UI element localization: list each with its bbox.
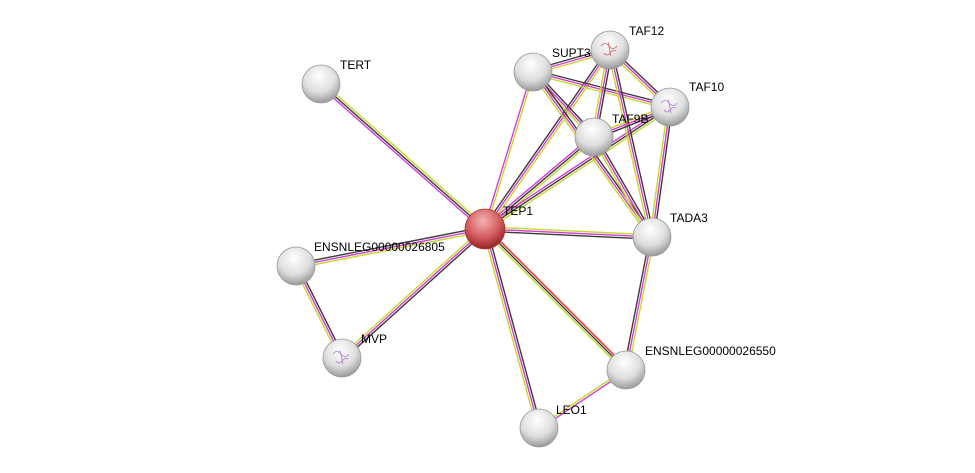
node-e26550[interactable]: ENSNLEG00000026550 (606, 344, 776, 390)
edge-channel-magenta (484, 49, 611, 230)
node-mvp[interactable]: MVP (322, 332, 387, 378)
edge-channel-dark (653, 107, 673, 238)
edge-channel-magenta (625, 236, 653, 371)
node-label: TAF9B (612, 112, 648, 126)
edge-channel-yellow (485, 108, 672, 232)
node-label: TADA3 (670, 211, 708, 225)
edge-channel-yellow (340, 226, 484, 357)
edge-channel-yellow (321, 81, 487, 228)
edge-TEP1-E26805[interactable] (295, 226, 486, 269)
node-label: ENSNLEG00000026805 (314, 240, 445, 254)
edge-channel-dark (484, 106, 671, 230)
edge-channel-yellow (486, 50, 613, 231)
edge-channel-magenta (483, 71, 533, 229)
edge-channel-yellow (649, 106, 669, 237)
edge-channel-yellow (485, 72, 535, 230)
edge-channel-yellow (482, 230, 625, 373)
edge-channel-yellow (485, 226, 653, 236)
edge-channel-magenta (483, 104, 670, 228)
edge-TEP1-MVP[interactable] (340, 226, 487, 361)
edge-channel-dark (343, 230, 487, 361)
protein-structure-icon (600, 41, 618, 57)
node-leo1[interactable]: LEO1 (519, 403, 587, 448)
edge-TEP1-TAF12[interactable] (482, 48, 613, 231)
edge-E26550-TADA3[interactable] (623, 236, 655, 371)
node-ball[interactable] (276, 246, 316, 286)
node-ball[interactable] (513, 52, 553, 92)
node-supt3h[interactable]: SUPT3H (513, 46, 599, 92)
edge-channel-magenta (295, 228, 486, 267)
protein-structure-icon (660, 98, 678, 114)
node-label: MVP (361, 332, 387, 346)
edge-channel-magenta (532, 71, 671, 108)
node-ball[interactable] (606, 350, 646, 390)
node-tert[interactable]: TERT (301, 58, 372, 104)
node-ball[interactable] (464, 208, 506, 250)
edge-TEP1-TERT[interactable] (319, 81, 487, 232)
node-tada3[interactable]: TADA3 (632, 211, 708, 257)
node-taf9b[interactable]: TAF9B (574, 112, 648, 157)
edge-channel-magenta (651, 106, 671, 238)
node-ball[interactable] (632, 217, 672, 257)
edge-channel-magenta (484, 228, 653, 238)
protein-structure-icon (332, 349, 350, 365)
edge-channel-magenta (609, 49, 653, 238)
edge-channel-yellow (532, 73, 670, 110)
edge-channel-yellow (627, 237, 655, 371)
edge-channel-yellow (482, 229, 538, 429)
edge-channel-dark (484, 228, 627, 371)
node-label: TERT (340, 58, 372, 72)
edge-channel-dark (611, 49, 655, 237)
edge-TAF10-TADA3[interactable] (649, 106, 673, 238)
edge-channel-dark (484, 230, 652, 240)
edge-TEP1-TADA3[interactable] (484, 226, 653, 240)
edge-channel-dark (482, 48, 609, 229)
edge-TEP1-E26550[interactable] (482, 226, 629, 373)
edge-channel-magenta (319, 85, 485, 232)
edge-channel-dark (533, 69, 671, 106)
node-tep1[interactable]: TEP1 (464, 204, 533, 250)
edge-TEP1-LEO1[interactable] (482, 228, 542, 429)
node-label: TEP1 (503, 204, 533, 218)
node-label: TAF12 (629, 24, 664, 38)
node-label: TAF10 (689, 80, 724, 94)
node-ball[interactable] (574, 117, 614, 157)
edge-TAF12-TADA3[interactable] (607, 49, 655, 238)
edge-channel-magenta (341, 228, 486, 359)
edge-channel-yellow (296, 230, 486, 269)
edge-channel-magenta (484, 228, 540, 429)
edge-channel-red (486, 226, 629, 369)
edge-channel-dark (295, 226, 485, 265)
edge-TEP1-TAF10[interactable] (483, 104, 672, 232)
edge-channel-dark (486, 228, 542, 428)
edge-channel-dark (320, 83, 486, 230)
edge-SUPT3H-TAF10[interactable] (532, 69, 671, 110)
node-ball[interactable] (519, 408, 559, 448)
node-label: ENSNLEG00000026550 (645, 344, 776, 358)
node-taf10[interactable]: TAF10 (650, 80, 724, 127)
edge-channel-yellow (607, 50, 651, 238)
node-label: LEO1 (556, 403, 587, 417)
edge-channel-dark (623, 236, 651, 370)
edge-channel-magenta (483, 134, 594, 228)
node-ball[interactable] (301, 64, 341, 104)
node-taf12[interactable]: TAF12 (590, 24, 664, 70)
node-label: SUPT3H (552, 46, 599, 60)
edge-TEP1-SUPT3H[interactable] (483, 71, 535, 230)
node-e26805[interactable]: ENSNLEG00000026805 (276, 240, 445, 286)
